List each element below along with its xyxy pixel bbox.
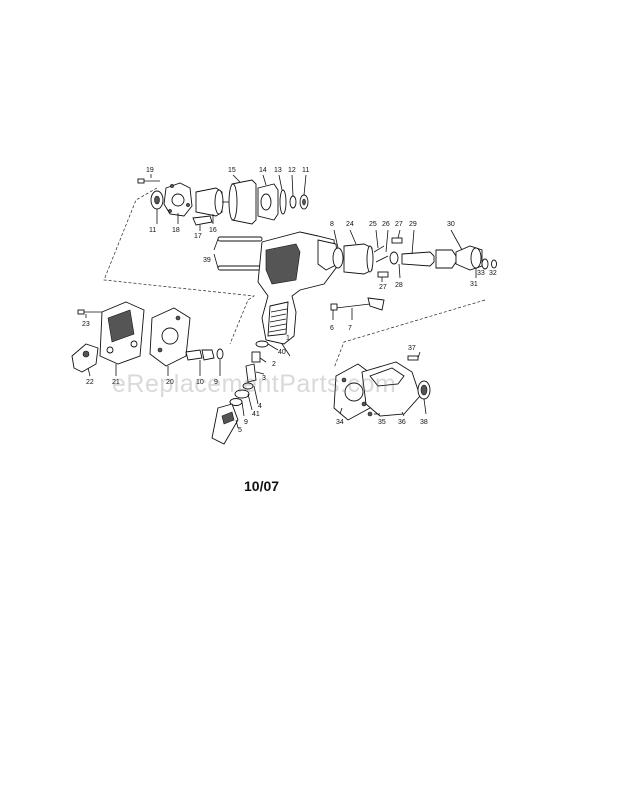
part-label-31: 31 [470,281,478,288]
part-4-washer [242,382,254,390]
part-label-27: 27 [395,221,403,228]
part-25-pin [373,245,385,253]
part-35-screw [367,411,373,417]
part-28-washer [389,251,399,265]
part-27-pin-top [391,237,403,244]
part-label-11: 11 [149,227,156,234]
part-8-ring [332,247,344,269]
rear-cover-assembly [71,301,224,377]
part-37-screw [407,355,419,361]
part-9-o-ring [216,348,224,360]
part-32-ring [491,259,497,269]
part-label-39: 39 [203,257,211,264]
front-housing-assembly [333,351,431,421]
part-label-7: 7 [348,325,352,332]
part-label-4: 4 [258,403,262,410]
part-label-5: 5 [238,427,242,434]
part-6-screw [330,303,338,311]
part-10-regulator [185,349,203,361]
part-label-3: 3 [262,375,266,382]
part-label-15: 15 [228,167,236,174]
part-label-6: 6 [330,325,334,332]
part-label-20: 20 [166,379,174,386]
part-label-11: 11 [302,167,309,174]
part-3-spring [245,363,257,383]
part-label-30: 30 [447,221,455,228]
assembly-guide-lines [103,187,486,369]
part-5-inlet [211,403,239,445]
part-label-1: 1 [286,335,290,342]
part-39-o-rings [213,236,263,271]
grip-texture [268,308,288,333]
part-label-25: 25 [369,221,377,228]
hammer-mechanism [332,229,497,282]
part-2-valve [251,351,261,363]
part-label-14: 14 [259,167,267,174]
part-label-17: 17 [194,233,202,240]
part-41-seal [234,389,250,399]
part-label-21: 21 [112,379,120,386]
part-label-26: 26 [382,221,390,228]
part-label-13: 13 [274,167,282,174]
part-22-cap [71,343,99,373]
part-29-hammer [401,251,435,267]
part-label-9: 9 [244,419,248,426]
part-label-41: 41 [252,411,260,418]
part-13-ring [279,189,287,215]
part-label-40: 40 [278,349,286,356]
trigger-and-reverse [330,297,385,320]
part-label-34: 34 [336,419,344,426]
part-label-28: 28 [395,282,403,289]
part-label-9: 9 [214,379,218,386]
part-label-29: 29 [409,221,417,228]
revision-date: 10/07 [244,478,280,494]
part-label-16: 16 [209,227,217,234]
part-27-pin-bottom [377,271,389,278]
part-label-2: 2 [272,361,276,368]
part-12-washer [289,195,297,209]
part-26-pin [375,255,389,263]
part-label-24: 24 [346,221,354,228]
part-label-18: 18 [172,227,180,234]
part-label-35: 35 [378,419,386,426]
part-label-22: 22 [86,379,94,386]
part-label-10: 10 [196,379,204,386]
part-label-27: 27 [379,284,387,291]
part-1-housing [257,231,339,357]
part-label-33: 33 [477,270,485,277]
part-label-8: 8 [330,221,334,228]
part-label-37: 37 [408,345,416,352]
part-40-gasket [255,340,269,348]
part-label-36: 36 [398,419,406,426]
part-label-23: 23 [82,321,90,328]
top-motor-assembly [137,174,309,231]
part-label-19: 19 [146,167,154,174]
air-inlet-assembly [211,340,279,445]
part-17-vane [192,215,213,226]
part-label-32: 32 [489,270,497,277]
part-33-ring [481,258,489,270]
part-7-reverse-valve [367,297,385,311]
part-label-38: 38 [420,419,428,426]
part-label-12: 12 [288,167,296,174]
